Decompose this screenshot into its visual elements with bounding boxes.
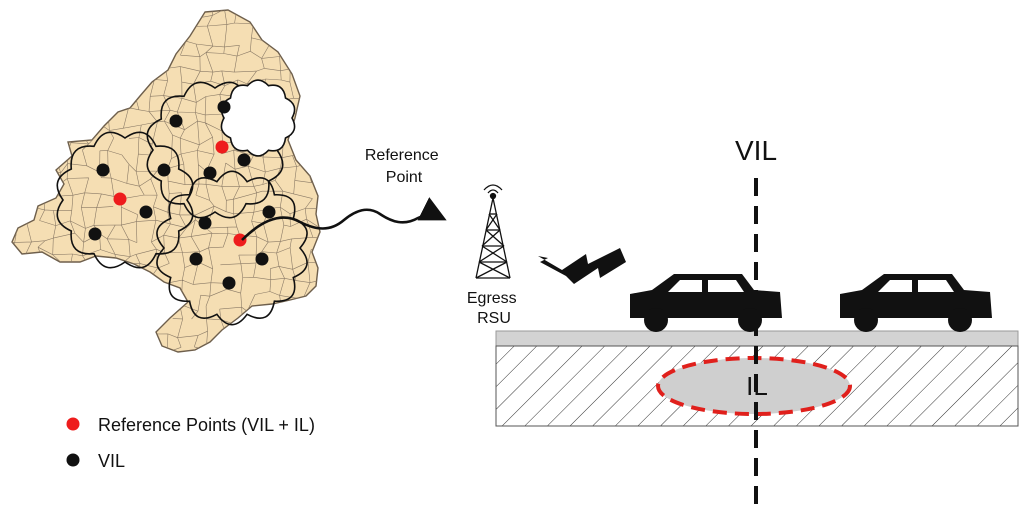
vil-point [217, 100, 231, 114]
vil-point [222, 276, 236, 290]
legend-vil-marker [66, 453, 80, 467]
coverage-clouds [56, 79, 308, 326]
vil-point [189, 252, 203, 266]
coverage-cloud [56, 131, 194, 269]
vil-point [262, 205, 276, 219]
vil-point [203, 166, 217, 180]
legend: Reference Points (VIL + IL) VIL [66, 415, 315, 471]
rsu-tower-icon [475, 184, 511, 279]
vil-point [157, 163, 171, 177]
coverage-cloud [156, 170, 308, 326]
reference-point [215, 140, 229, 154]
vil-point [255, 252, 269, 266]
vil-point [169, 114, 183, 128]
link-arrow [241, 197, 447, 241]
wireless-signal-icon [538, 248, 626, 284]
car-icon [630, 274, 782, 332]
vil-point [88, 227, 102, 241]
vil-point [237, 153, 251, 167]
car-icon [840, 274, 992, 332]
reference-point [233, 233, 247, 247]
legend-vil-label: VIL [98, 451, 125, 471]
legend-reference-label: Reference Points (VIL + IL) [98, 415, 315, 435]
legend-reference-marker [66, 417, 80, 431]
reference-point [113, 192, 127, 206]
vil-point [139, 205, 153, 219]
coverage-cloud [220, 79, 296, 157]
vil-point [96, 163, 110, 177]
reference-point-label: Reference Point [365, 147, 443, 186]
egress-rsu-label: Egress RSU [467, 290, 521, 327]
vil-point [198, 216, 212, 230]
vil-axis-label: VIL [735, 135, 777, 166]
map-points [88, 100, 276, 290]
